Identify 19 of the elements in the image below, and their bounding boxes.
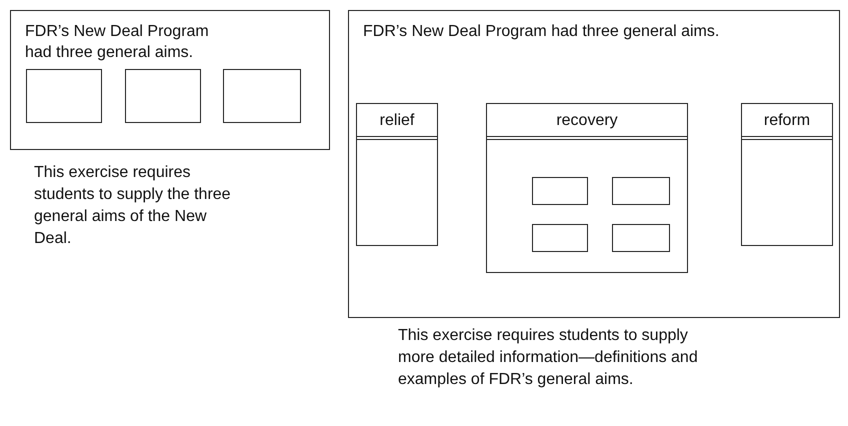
category-heading: relief [357, 104, 437, 140]
exercise-panel [10, 10, 330, 150]
exercise-panel [348, 10, 840, 318]
category-box [356, 103, 438, 246]
category-box [486, 103, 688, 273]
panel-heading: FDR’s New Deal Program had three general aims. [25, 22, 210, 63]
answer-box [612, 224, 670, 252]
category-heading: reform [742, 104, 832, 140]
caption-text: This exercise requires students to supply the three general aims of the New Deal. [34, 163, 232, 249]
answer-box [532, 224, 588, 252]
category-heading: recovery [487, 104, 687, 140]
caption-text: This exercise requires students to supply more detailed information—definitions and examples of FDR’s general aims. [398, 326, 698, 390]
panel-heading: FDR’s New Deal Program had three general aims. [363, 22, 720, 42]
answer-box [612, 177, 670, 205]
answer-box [125, 69, 201, 123]
answer-box [26, 69, 102, 123]
answer-box [532, 177, 588, 205]
answer-box [223, 69, 301, 123]
category-box [741, 103, 833, 246]
